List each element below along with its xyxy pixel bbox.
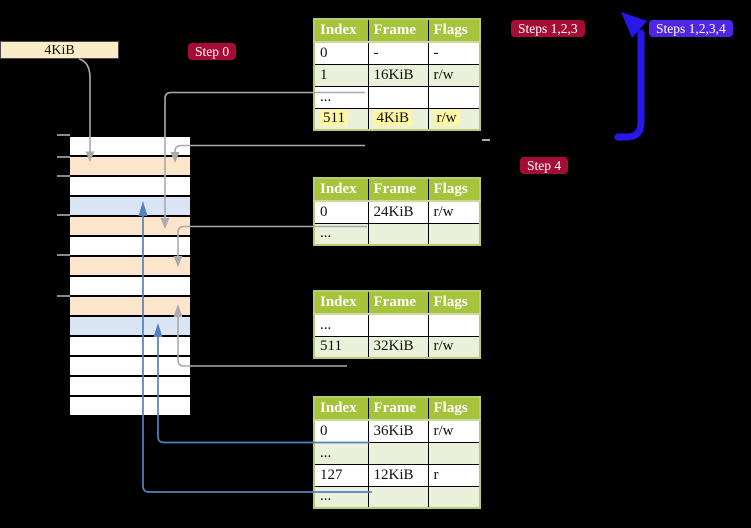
col-header-frame: Frame [367, 397, 428, 421]
col-header-flags: Flags [427, 19, 480, 43]
table-row: ... [314, 222, 480, 245]
table-row-highlighted: 511 4KiB r/w [314, 107, 480, 130]
table-row: 511 32KiB r/w [314, 335, 480, 358]
memory-tick [57, 254, 70, 256]
table-header-row: Index Frame Flags [314, 19, 480, 43]
physical-memory-column [70, 135, 190, 415]
memory-tick [57, 134, 70, 136]
memory-row [70, 215, 190, 235]
table-header-row: Index Frame Flags [314, 291, 480, 315]
col-header-frame: Frame [367, 178, 428, 202]
col-header-frame: Frame [367, 19, 428, 43]
col-header-flags: Flags [427, 291, 480, 315]
memory-row [70, 375, 190, 395]
highlighted-value: 4KiB [373, 110, 413, 127]
memory-row [70, 275, 190, 295]
table-row: 0 24KiB r/w [314, 200, 480, 223]
memory-row [70, 175, 190, 195]
memory-tick [57, 175, 70, 177]
page-table-1: Index Frame Flags 0 - - 1 16KiB r/w ... … [313, 18, 481, 131]
table-row: ... [314, 313, 480, 336]
col-header-index: Index [314, 291, 368, 315]
memory-row [70, 195, 190, 215]
table-header-row: Index Frame Flags [314, 397, 480, 421]
col-header-flags: Flags [427, 397, 480, 421]
memory-row [70, 135, 190, 155]
table-row: 0 - - [314, 41, 480, 64]
page-table-4: Index Frame Flags 0 36KiB r/w ... 127 12… [313, 396, 481, 509]
connector-entry511-4kib [174, 144, 365, 153]
step4-badge: Step 4 [520, 157, 569, 174]
memory-row [70, 235, 190, 255]
memory-tick [57, 156, 70, 158]
table-header-row: Index Frame Flags [314, 178, 480, 202]
table-row: ... [314, 441, 480, 464]
col-header-index: Index [314, 19, 368, 43]
table-row: 127 12KiB r [314, 463, 480, 486]
col-header-index: Index [314, 397, 368, 421]
table-row: ... [314, 85, 480, 108]
steps1234-badge: Steps 1,2,3,4 [649, 20, 733, 37]
col-header-flags: Flags [427, 178, 480, 202]
memory-row [70, 155, 190, 175]
memory-row [70, 355, 190, 375]
memory-row [70, 295, 190, 315]
highlighted-value: 511 [320, 110, 348, 127]
memory-tick [57, 214, 70, 216]
arrow-up-left-icon [621, 12, 647, 38]
table-row: ... [314, 485, 480, 508]
table-row: 1 16KiB r/w [314, 63, 480, 86]
memory-row [70, 315, 190, 335]
col-header-frame: Frame [367, 291, 428, 315]
col-header-index: Index [314, 178, 368, 202]
memory-row [70, 335, 190, 355]
memory-row [70, 395, 190, 415]
recursive-loop-arrow [614, 29, 645, 141]
steps123-badge: Steps 1,2,3 [511, 20, 585, 37]
memory-tick [57, 295, 70, 297]
memory-row [70, 255, 190, 275]
highlighted-value: r/w [433, 110, 460, 127]
table-row: 0 36KiB r/w [314, 419, 480, 442]
page-table-2: Index Frame Flags 0 24KiB r/w ... [313, 177, 481, 246]
page-size-label: 4KiB [0, 41, 119, 59]
step0-badge: Step 0 [188, 43, 237, 60]
page-table-3: Index Frame Flags ... 511 32KiB r/w [313, 290, 481, 359]
